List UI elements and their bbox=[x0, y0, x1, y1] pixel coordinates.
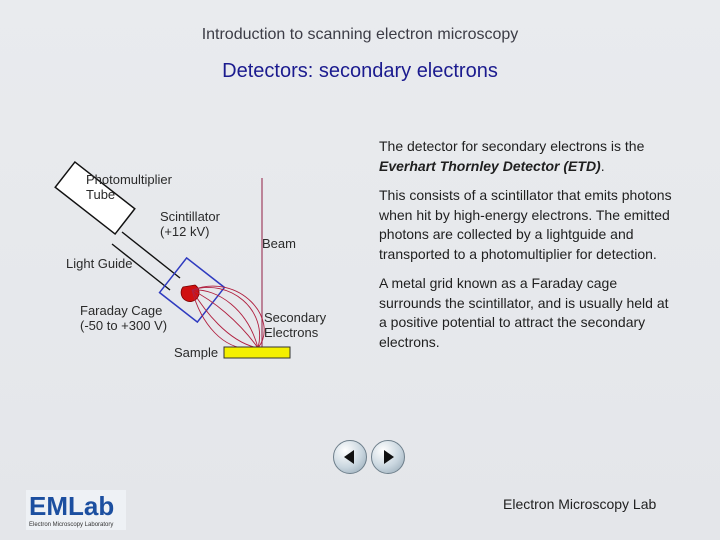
faraday-cage-shape bbox=[158, 256, 226, 324]
scintillator-shape bbox=[180, 284, 200, 302]
left-arrow-icon bbox=[344, 450, 354, 464]
emlab-logo: EMLab Electron Microscopy Laboratory bbox=[26, 490, 126, 530]
paragraph-etd-prefix: The detector for secondary electrons is … bbox=[379, 138, 645, 154]
course-title: Introduction to scanning electron micros… bbox=[201, 26, 519, 43]
faraday-cage-label: Faraday Cage (-50 to +300 V) bbox=[80, 303, 168, 333]
footer-lab-name: Electron Microscopy Lab bbox=[503, 496, 657, 512]
etd-diagram-drawing bbox=[54, 160, 291, 359]
emlab-logo-graphic: EMLab Electron Microscopy Laboratory bbox=[26, 490, 126, 530]
photomultiplier-tube-shape bbox=[54, 160, 136, 236]
text-column: The detector for secondary electrons is … bbox=[379, 137, 679, 362]
scintillator-label: Scintillator (+12 kV) bbox=[160, 209, 220, 239]
emlab-logo-subtitle: Electron Microscopy Laboratory bbox=[29, 522, 113, 528]
light-guide-label: Light Guide bbox=[66, 256, 133, 271]
etd-diagram: Photomultiplier Tube Scintillator (+12 k… bbox=[0, 160, 360, 380]
paragraph-etd: The detector for secondary electrons is … bbox=[379, 137, 679, 176]
electron-paths bbox=[191, 285, 265, 350]
beam-label: Beam bbox=[262, 236, 296, 251]
slide-navigation bbox=[333, 440, 405, 476]
right-arrow-icon bbox=[384, 450, 394, 464]
light-guide-top-edge bbox=[121, 231, 181, 279]
paragraph-faraday-cage: A metal grid known as a Faraday cage sur… bbox=[379, 275, 669, 350]
secondary-electrons-label: Secondary Electrons bbox=[264, 310, 327, 340]
photomultiplier-label: Photomultiplier Tube bbox=[86, 172, 172, 202]
sample-shape bbox=[223, 346, 291, 359]
etd-emphasis: Everhart Thornley Detector (ETD) bbox=[379, 157, 601, 174]
next-slide-button[interactable] bbox=[371, 440, 405, 474]
previous-slide-button[interactable] bbox=[333, 440, 367, 474]
sample-label: Sample bbox=[174, 345, 219, 360]
paragraph-scintillator: This consists of a scintillator that emi… bbox=[379, 187, 672, 262]
light-guide-bottom-edge bbox=[111, 243, 171, 291]
slide-title: Detectors: secondary electrons bbox=[222, 60, 498, 82]
paragraph-etd-suffix: . bbox=[600, 157, 605, 174]
emlab-logo-wordmark: EMLab bbox=[29, 491, 114, 521]
